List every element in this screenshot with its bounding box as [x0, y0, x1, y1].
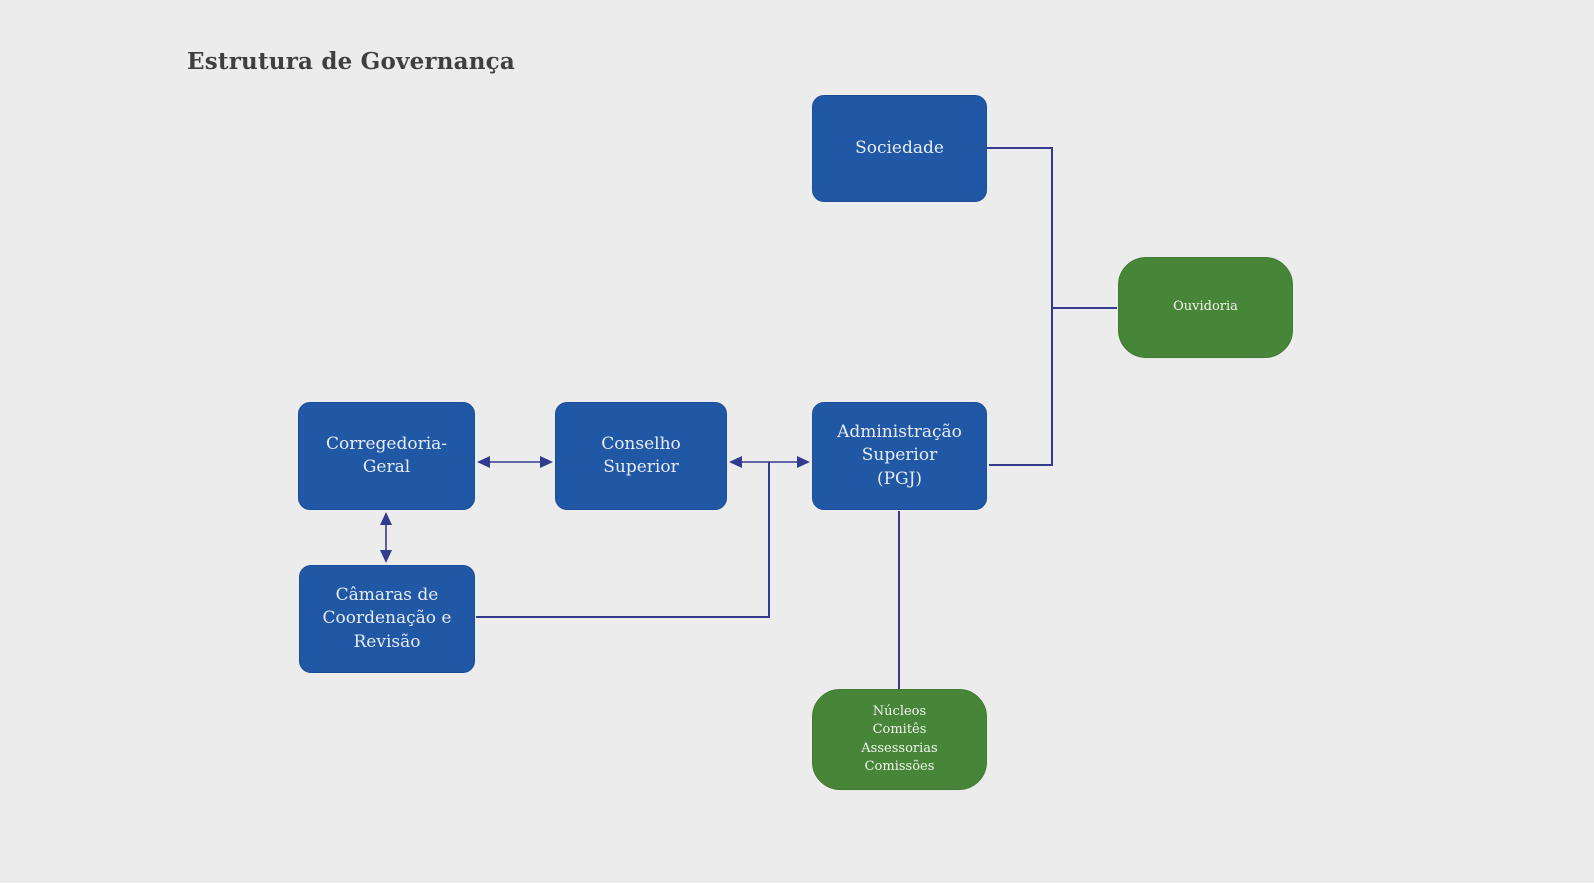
- node-administracao-superior[interactable]: Administração Superior (PGJ): [812, 402, 987, 510]
- arrowhead-left-conselho: [729, 456, 742, 468]
- arrowhead-right-conselho: [540, 456, 553, 468]
- arrowhead-right-administracao: [797, 456, 810, 468]
- arrowhead-up-corregedoria: [380, 512, 392, 525]
- node-camaras-coordenacao-revisao[interactable]: Câmaras de Coordenação e Revisão: [299, 565, 475, 673]
- edge-sociedade-administracao: [987, 147, 1053, 466]
- node-label: Núcleos Comitês Assessorias Comissões: [861, 703, 938, 774]
- node-conselho-superior[interactable]: Conselho Superior: [555, 402, 727, 510]
- node-corregedoria-geral[interactable]: Corregedoria- Geral: [298, 402, 475, 510]
- arrowhead-left-corregedoria: [477, 456, 490, 468]
- node-nucleos-comites[interactable]: Núcleos Comitês Assessorias Comissões: [812, 689, 987, 790]
- arrowhead-down-camaras: [380, 550, 392, 563]
- node-sociedade[interactable]: Sociedade: [812, 95, 987, 202]
- diagram-title: Estrutura de Governança: [187, 48, 515, 75]
- node-ouvidoria[interactable]: Ouvidoria: [1118, 257, 1293, 358]
- node-label: Sociedade: [855, 137, 944, 158]
- page-bottom-edge: [0, 883, 1594, 886]
- node-label: Administração Superior (PGJ): [837, 421, 962, 489]
- node-label: Conselho Superior: [601, 433, 681, 477]
- node-label: Corregedoria- Geral: [325, 433, 448, 477]
- node-label: Ouvidoria: [1173, 299, 1238, 315]
- node-label: Câmaras de Coordenação e Revisão: [322, 584, 452, 652]
